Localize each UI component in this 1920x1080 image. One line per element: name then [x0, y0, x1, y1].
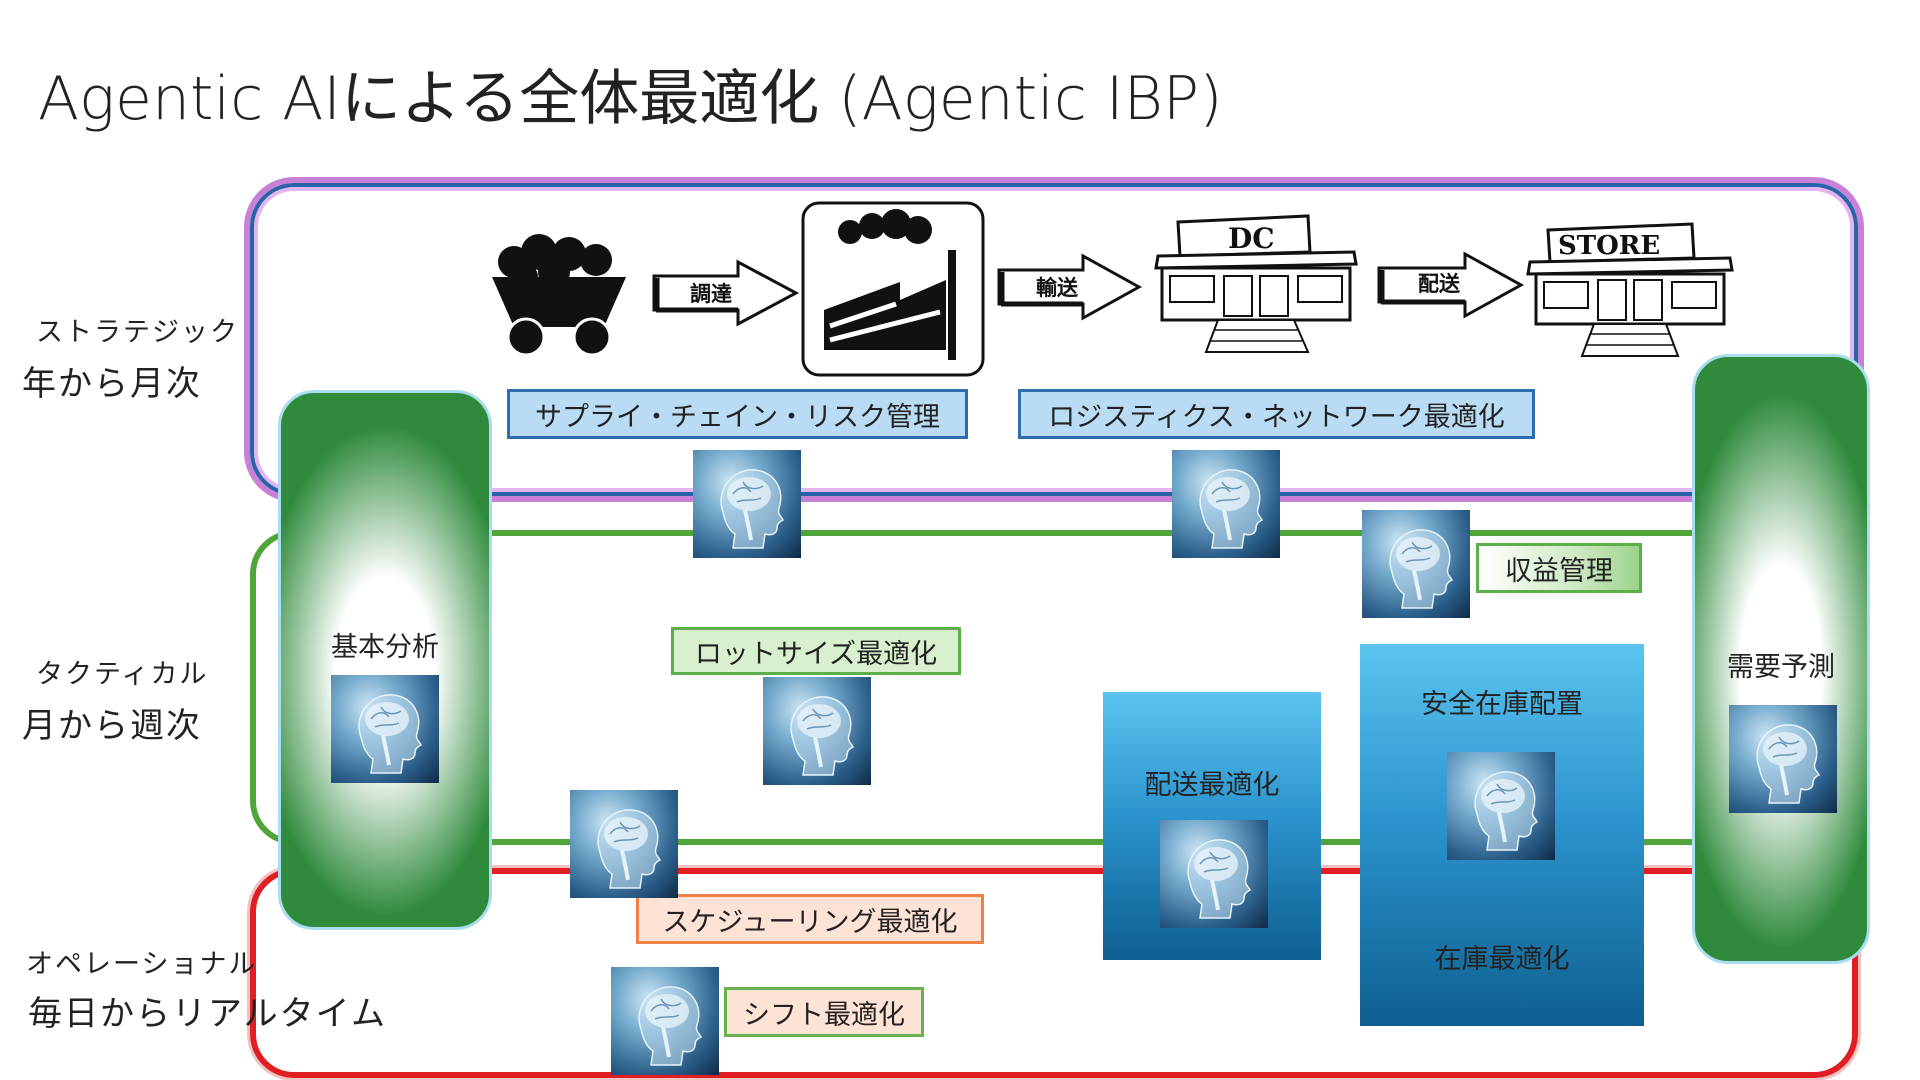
- arrow-deliver-label: 配送: [1418, 272, 1460, 296]
- arrow-transport-label: 輸送: [1036, 276, 1078, 300]
- ai-brain-icon: [1362, 510, 1470, 618]
- distribution-center-icon: DC: [1148, 212, 1364, 364]
- level-tactical-range: 月から週次: [22, 706, 202, 746]
- ai-brain-icon: [570, 790, 678, 898]
- ai-brain-icon: [763, 677, 871, 785]
- coal-cart-icon: [484, 232, 634, 362]
- store-sign: STORE: [1558, 231, 1660, 261]
- ai-brain-icon: [693, 450, 801, 558]
- level-operational-name: オペレーショナル: [26, 949, 258, 980]
- arrow-procure: [650, 258, 800, 328]
- store-icon: STORE: [1522, 218, 1738, 370]
- dc-sign: DC: [1228, 222, 1275, 255]
- level-operational-range: 毎日からリアルタイム: [28, 994, 387, 1034]
- box-delivery-opt-label: 配送最適化: [1144, 770, 1280, 801]
- level-strategic-name: ストラテジック: [36, 317, 239, 348]
- level-strategic-range: 年から月次: [22, 364, 202, 404]
- pillar-demand-forecast: [1692, 354, 1870, 964]
- label-logistics-network: ロジスティクス・ネットワーク最適化: [1018, 389, 1535, 439]
- pillar-basic-analysis-label: 基本分析: [331, 632, 439, 663]
- label-shift: シフト最適化: [724, 987, 924, 1037]
- arrow-deliver: [1375, 250, 1525, 320]
- arrow-procure-label: 調達: [690, 282, 732, 306]
- strategic-band: [250, 183, 1858, 496]
- arrow-transport: [995, 252, 1143, 322]
- ai-brain-icon: [611, 967, 719, 1075]
- pillar-demand-forecast-label: 需要予測: [1727, 652, 1835, 683]
- ai-brain-icon: [331, 675, 439, 783]
- factory-icon: [800, 200, 986, 378]
- page-title: Agentic AIによる全体最適化 (Agentic IBP): [38, 64, 1223, 134]
- ai-brain-icon: [1447, 752, 1555, 860]
- level-tactical-name: タクティカル: [36, 659, 209, 690]
- ai-brain-icon: [1160, 820, 1268, 928]
- ai-brain-icon: [1172, 450, 1280, 558]
- label-supply-chain-risk: サプライ・チェイン・リスク管理: [507, 389, 968, 439]
- label-lot-size: ロットサイズ最適化: [671, 627, 961, 675]
- box-safety-stock-label: 安全在庫配置: [1421, 689, 1583, 720]
- pillar-basic-analysis: [278, 390, 492, 930]
- label-revenue-mgmt: 収益管理: [1476, 543, 1642, 593]
- operational-band: [250, 868, 1858, 1078]
- label-scheduling: スケジューリング最適化: [636, 894, 984, 944]
- box-inventory-opt-label: 在庫最適化: [1434, 944, 1570, 975]
- ai-brain-icon: [1729, 705, 1837, 813]
